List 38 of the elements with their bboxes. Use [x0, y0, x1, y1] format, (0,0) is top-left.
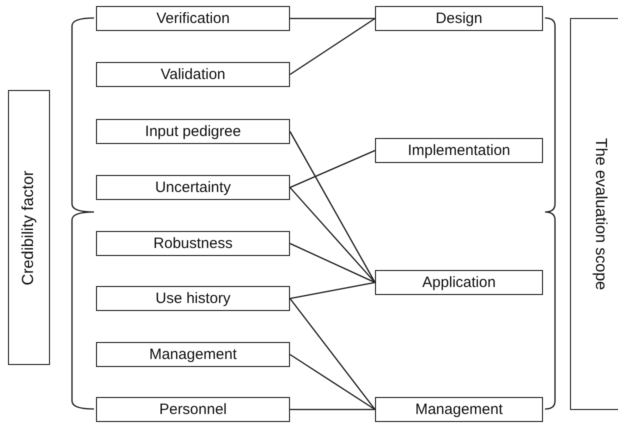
connector-line [290, 150, 376, 188]
box-label: Implementation [408, 142, 510, 159]
text-box [375, 270, 543, 295]
box-label: The evaluation scope [591, 138, 609, 290]
box-label: Design [436, 10, 482, 27]
box-label: Use history [155, 290, 231, 307]
box-label: Verification [156, 10, 230, 27]
connector-line [290, 408, 375, 410]
label-box [8, 90, 50, 365]
text-box [96, 397, 290, 422]
box-label: Application [422, 274, 496, 291]
text-box [96, 175, 290, 200]
box-label: Credibility factor [20, 170, 38, 285]
box-label: Management [415, 401, 503, 418]
box-label: Robustness [153, 235, 233, 252]
connector-line [290, 354, 376, 410]
connector-line [290, 242, 376, 284]
connector-line [290, 18, 375, 20]
connector-line [290, 282, 376, 300]
connector-line [289, 298, 376, 410]
text-box [375, 397, 543, 422]
box-label: Uncertainty [155, 179, 231, 196]
connector-line [289, 131, 376, 283]
box-label: Validation [160, 66, 226, 83]
connector-line [290, 187, 376, 283]
box-label: Input pedigree [145, 123, 241, 140]
box-label: Personnel [159, 401, 227, 418]
text-box [375, 6, 543, 31]
text-box [96, 286, 290, 311]
text-box [375, 138, 543, 163]
box-label: Management [149, 346, 237, 363]
label-box [570, 18, 618, 410]
text-box [96, 119, 290, 144]
text-box [96, 62, 290, 87]
text-box [96, 231, 290, 256]
text-box [96, 342, 290, 367]
text-box [96, 6, 290, 31]
connector-line [290, 18, 376, 76]
